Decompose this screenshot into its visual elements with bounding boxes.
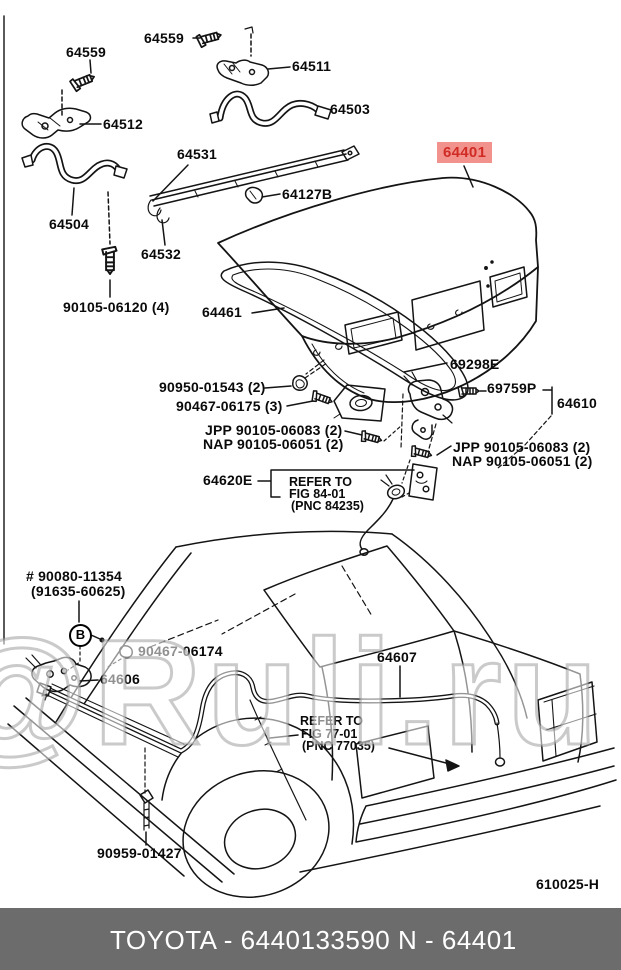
label-nap-left: NAP 90105-06051 (2) bbox=[203, 436, 344, 452]
label-64504: 64504 bbox=[49, 216, 89, 232]
footer-catalog-number: N - 64401 bbox=[398, 925, 517, 955]
hinge-left-group bbox=[21, 59, 128, 298]
label-64531: 64531 bbox=[177, 146, 217, 162]
label-64461: 64461 bbox=[202, 304, 242, 320]
label-64511: 64511 bbox=[292, 58, 332, 74]
footer-part-number: TOYOTA - 6440133590 bbox=[110, 925, 391, 955]
label-90105-06120: 90105-06120 (4) bbox=[63, 299, 170, 315]
car-rear-drawing bbox=[7, 530, 617, 898]
refer-leaders bbox=[269, 734, 460, 772]
refer77-line2: FIG 77-01 bbox=[301, 727, 358, 741]
label-64503: 64503 bbox=[330, 101, 370, 117]
label-64559-top: 64559 bbox=[144, 30, 184, 46]
refer77-line1: REFER TO bbox=[300, 714, 363, 728]
label-64512: 64512 bbox=[103, 116, 143, 132]
label-90467-06175: 90467-06175 (3) bbox=[176, 398, 283, 414]
label-90950: 90950-01543 (2) bbox=[159, 379, 266, 395]
refer84-line3: (PNC 84235) bbox=[291, 499, 364, 513]
label-69298e: 69298E bbox=[450, 356, 500, 372]
label-64559-left: 64559 bbox=[66, 44, 106, 60]
label-64607: 64607 bbox=[377, 649, 417, 665]
label-64127b: 64127B bbox=[282, 186, 333, 202]
highlighted-part-label[interactable]: 64401 bbox=[437, 142, 493, 163]
refer84-line1: REFER TO bbox=[289, 475, 352, 489]
label-64620e: 64620E bbox=[203, 472, 253, 488]
label-64532: 64532 bbox=[141, 246, 181, 262]
refer84-line2: FIG 84-01 bbox=[289, 487, 346, 501]
label-jpp-right: JPP 90105-06083 (2) bbox=[453, 439, 591, 455]
label-jpp-left: JPP 90105-06083 (2) bbox=[205, 422, 343, 438]
cable-group bbox=[25, 654, 506, 767]
label-69759p: 69759P bbox=[487, 380, 537, 396]
label-nap-right: NAP 90105-06051 (2) bbox=[452, 453, 593, 469]
label-64610: 64610 bbox=[557, 395, 597, 411]
latch-cluster bbox=[264, 359, 553, 484]
rail-group bbox=[147, 145, 360, 246]
footer-bar: TOYOTA - 6440133590 N - 64401 bbox=[0, 908, 621, 970]
label-90080: # 90080-11354 bbox=[26, 568, 123, 584]
trunk-lid-drawing bbox=[217, 165, 539, 403]
drawing-number: 610025-H bbox=[536, 876, 600, 892]
small-fasteners-group bbox=[67, 600, 154, 846]
label-90959: 90959-01427 bbox=[97, 845, 182, 861]
label-64606: 64606 bbox=[100, 671, 140, 687]
fastener-symbol-b: B bbox=[69, 624, 92, 647]
striker-group bbox=[257, 463, 438, 556]
hinge-right-group bbox=[192, 26, 332, 127]
label-90467-06174: 90467-06174 bbox=[138, 643, 223, 659]
label-91635: (91635-60625) bbox=[31, 583, 126, 599]
weatherstrip-drawing bbox=[220, 261, 469, 401]
refer77-line3: (PNC 77035) bbox=[302, 739, 375, 753]
